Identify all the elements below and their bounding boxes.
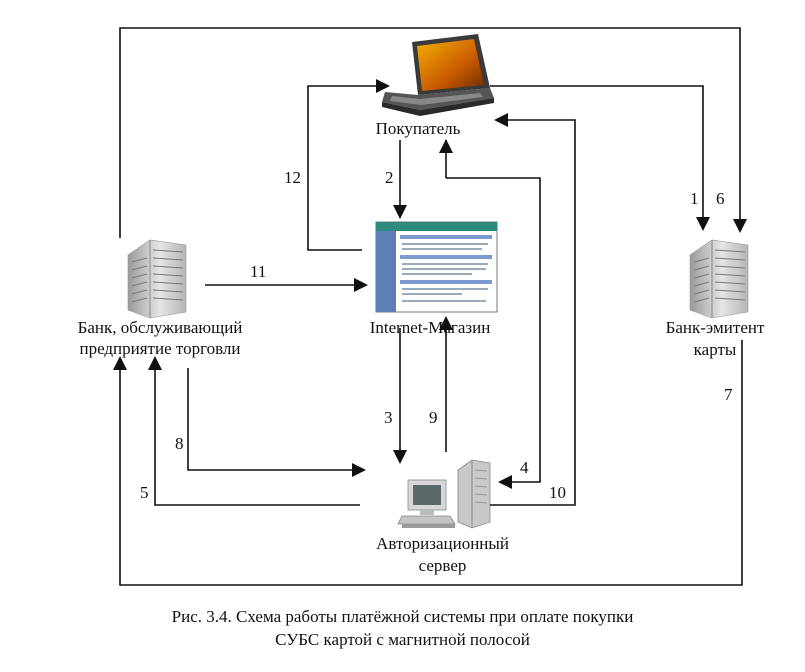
connector-lines	[119, 27, 743, 586]
arrowhead	[498, 475, 512, 489]
arrowheads	[113, 79, 747, 489]
arrowhead	[494, 113, 508, 127]
figure-caption-line2: СУБС картой с магнитной полосой	[275, 630, 530, 649]
step-number: 5	[140, 483, 149, 502]
step-number: 3	[384, 408, 393, 427]
server-computer-icon	[397, 459, 491, 529]
webpage-icon	[375, 221, 498, 313]
arrowhead	[113, 356, 127, 370]
acquirer-label-line1: Банк, обслуживающий	[77, 318, 243, 337]
arrowhead	[733, 219, 747, 233]
auth-server-label-line2: сервер	[418, 556, 467, 575]
step-number: 11	[250, 262, 267, 281]
step-number: 7	[724, 385, 733, 404]
step-number: 6	[716, 189, 725, 208]
auth-server-label-line1: Авторизационный	[376, 534, 509, 553]
figure-caption-line1: Рис. 3.4. Схема работы платёжной системы…	[171, 607, 634, 626]
arrowhead	[393, 450, 407, 464]
shop-label: Internet-Магазин	[369, 318, 491, 337]
arrowhead	[354, 278, 368, 292]
step-number: 12	[284, 168, 301, 187]
arrowhead	[352, 463, 366, 477]
issuer-label-line1: Банк-эмитент	[665, 318, 765, 337]
arrowhead	[148, 356, 162, 370]
step-number: 4	[520, 458, 529, 477]
issuer-label-line2: карты	[693, 340, 737, 359]
arrowhead	[439, 316, 453, 330]
arrowhead	[393, 205, 407, 219]
step-number: 2	[385, 168, 394, 187]
step-number: 10	[549, 483, 566, 502]
step-number: 1	[690, 189, 699, 208]
arrowhead	[439, 139, 453, 153]
acquirer-label-line2: предприятие торговли	[79, 339, 241, 358]
laptop-icon	[382, 34, 494, 116]
bank-building-icon	[127, 239, 187, 319]
arrowhead	[376, 79, 390, 93]
bank-building-icon	[689, 239, 749, 319]
arrowhead	[696, 217, 710, 231]
step-number: 9	[429, 408, 438, 427]
buyer-label: Покупатель	[375, 119, 461, 138]
step-number: 8	[175, 434, 184, 453]
